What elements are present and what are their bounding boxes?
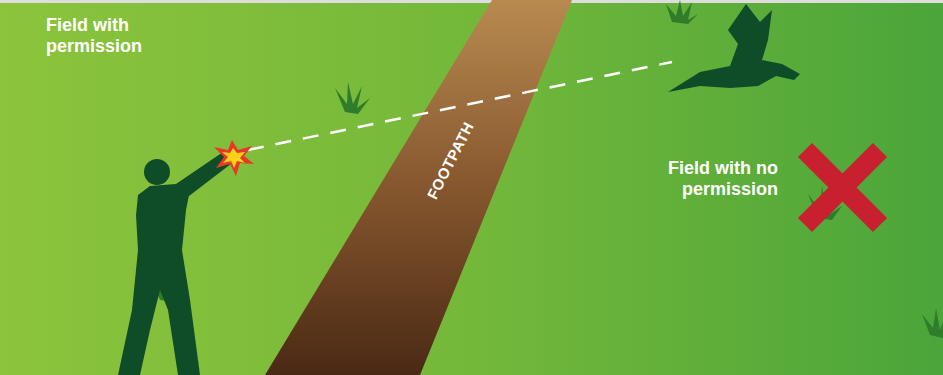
- footpath-shape: [265, 0, 572, 375]
- muzzle-flash: [214, 140, 254, 176]
- no-permission-cross: [805, 150, 880, 225]
- pheasant-silhouette: [668, 4, 800, 92]
- footpath-band: FOOTPATH: [265, 0, 572, 375]
- top-border: [0, 0, 943, 3]
- hunter-silhouette: [118, 150, 236, 375]
- field-label: Field with no permission: [648, 158, 778, 200]
- field-label: Field with permission: [46, 15, 161, 57]
- footpath-fill: [265, 0, 572, 375]
- shot-trajectory: [248, 62, 672, 150]
